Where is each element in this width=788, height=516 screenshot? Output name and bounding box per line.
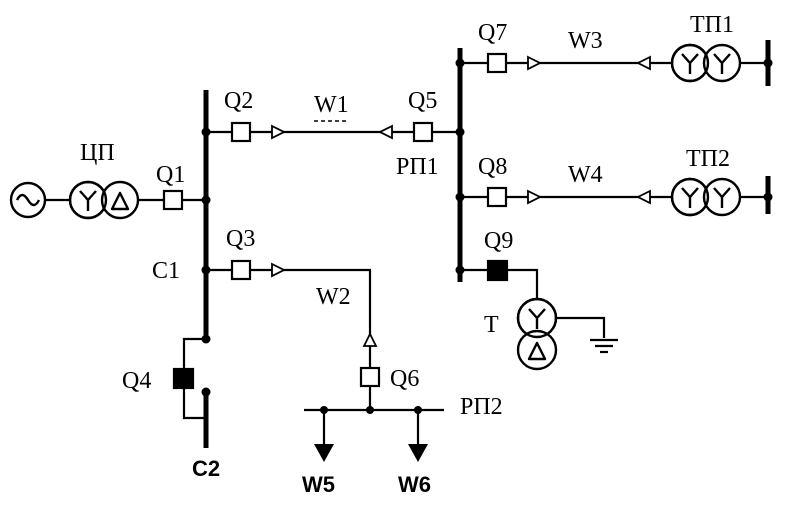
q8-label: Q8 bbox=[478, 154, 507, 180]
breaker-q2[interactable] bbox=[230, 121, 252, 143]
c2-label: С2 bbox=[192, 456, 220, 481]
q6-label: Q6 bbox=[390, 366, 419, 392]
rp1-label: РП1 bbox=[396, 154, 439, 180]
w5-label: W5 bbox=[302, 472, 335, 497]
w4-start-arrow bbox=[527, 189, 543, 205]
node-c2-q4 bbox=[201, 387, 211, 397]
breaker-q6[interactable] bbox=[359, 366, 381, 388]
node-rp1-q5 bbox=[455, 127, 465, 137]
breaker-q5[interactable] bbox=[412, 121, 434, 143]
q1-label: Q1 bbox=[156, 162, 185, 188]
tp2-transformer-icon bbox=[670, 177, 742, 217]
load-w5-arrow bbox=[314, 444, 334, 462]
node-tp2 bbox=[763, 192, 773, 202]
q7-label: Q7 bbox=[478, 20, 507, 46]
tp1-label: ТП1 bbox=[690, 12, 734, 38]
breaker-q3[interactable] bbox=[230, 259, 252, 281]
w1-label: W1 bbox=[314, 92, 349, 118]
cp-transformer-icon bbox=[68, 180, 140, 220]
w6-label: W6 bbox=[398, 472, 431, 497]
generator-symbol bbox=[9, 181, 47, 219]
w1-end-arrow bbox=[377, 124, 393, 140]
line-w2 bbox=[250, 268, 372, 368]
node-tp1 bbox=[763, 58, 773, 68]
load-w6-arrow bbox=[408, 444, 428, 462]
w3-label: W3 bbox=[568, 28, 603, 54]
breaker-q1[interactable] bbox=[162, 189, 184, 211]
w4-label: W4 bbox=[568, 162, 603, 188]
q3-label: Q3 bbox=[226, 226, 255, 252]
q9-to-t bbox=[507, 268, 539, 298]
rp2-label: РП2 bbox=[460, 394, 503, 420]
node-rp2-q6 bbox=[366, 406, 374, 414]
node-c1-q1 bbox=[201, 195, 211, 205]
tp2-label: ТП2 bbox=[686, 146, 730, 172]
q2-label: Q2 bbox=[224, 88, 253, 114]
q5-label: Q5 bbox=[408, 88, 437, 114]
breaker-q7[interactable] bbox=[486, 52, 508, 74]
breaker-q4[interactable] bbox=[172, 367, 195, 390]
breaker-q9[interactable] bbox=[486, 259, 509, 282]
w3-start-arrow bbox=[527, 55, 543, 71]
t-label: Т bbox=[484, 312, 499, 338]
tp1-transformer-icon bbox=[670, 43, 742, 83]
w2-end-arrow bbox=[362, 331, 378, 347]
w2-label: W2 bbox=[316, 284, 351, 310]
w4-end-arrow bbox=[635, 189, 651, 205]
w1-start-arrow bbox=[271, 124, 287, 140]
c1-label: С1 bbox=[152, 258, 180, 284]
w2-start-arrow bbox=[271, 262, 287, 278]
q9-label: Q9 bbox=[484, 228, 513, 254]
t-transformer-icon bbox=[516, 297, 558, 371]
breaker-q8[interactable] bbox=[486, 186, 508, 208]
q4-label: Q4 bbox=[122, 368, 151, 394]
t-neutral-lead bbox=[556, 316, 606, 338]
ground-icon bbox=[590, 338, 618, 354]
w3-end-arrow bbox=[635, 55, 651, 71]
cp-label: ЦП bbox=[80, 140, 115, 166]
